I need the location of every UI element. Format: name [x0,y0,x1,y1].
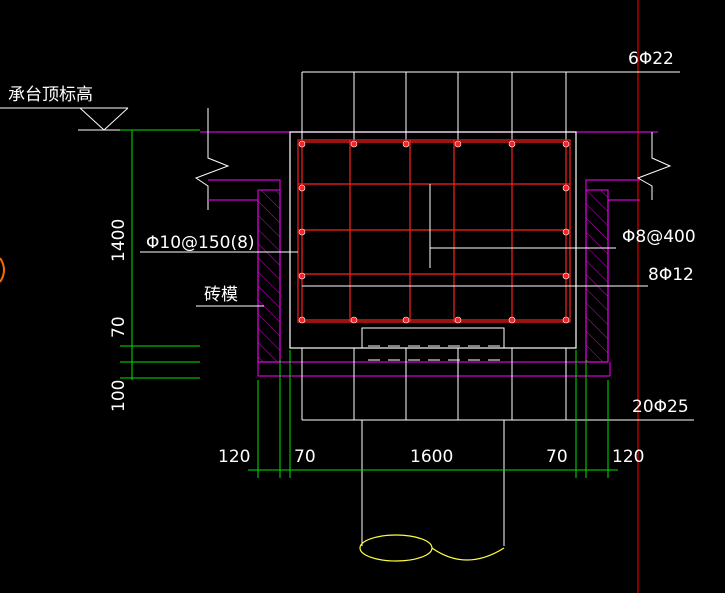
side-bars-spacing-label: Φ8@400 [622,227,696,247]
dim-1600: 1600 [410,447,453,467]
internal-leaders [140,184,648,307]
brick-mold-left [208,179,281,363]
bottom-bars-label: 20Φ25 [632,397,689,417]
dim-100: 100 [109,380,129,412]
pile [361,420,505,546]
top-bars-leaders [301,71,680,140]
vertical-dimension-lines [120,129,200,380]
stirrup-label: Φ10@150(8) [146,233,255,253]
dim-120-left: 120 [218,447,250,467]
rebar-dots [298,140,570,324]
dim-70-right: 70 [546,447,568,467]
elevation-label: 承台顶标高 [8,85,93,105]
cushion-lines [257,361,611,377]
horizontal-dimension-lines [248,350,618,478]
brick-mold-right [585,179,640,363]
dim-120-right: 120 [612,447,644,467]
elevation-marker [0,107,200,131]
rebar-cage [297,139,571,323]
cap-outline [289,131,577,349]
break-line-right [636,132,672,200]
dim-70-vertical: 70 [109,316,129,338]
edge-mark [0,257,5,283]
brick-mold-label: 砖模 [204,285,238,305]
pile-break [359,534,505,562]
pile-top [361,327,505,361]
dim-1400: 1400 [109,219,129,262]
bottom-bars-leaders [301,348,694,421]
break-line-left [194,108,230,210]
side-bars-label: 8Φ12 [648,265,694,285]
top-bars-label: 6Φ22 [628,49,674,69]
dim-70-left: 70 [294,447,316,467]
